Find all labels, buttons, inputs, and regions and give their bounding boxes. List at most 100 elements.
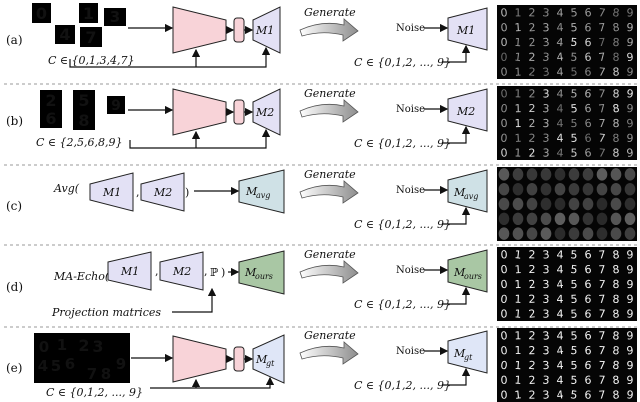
svg-text:1: 1 <box>57 336 67 354</box>
decoder-avg <box>238 169 285 214</box>
generated-digit: 4 <box>556 36 564 50</box>
generated-digit: 3 <box>542 102 550 115</box>
generated-digit: 5 <box>570 102 578 116</box>
generated-digit: 7 <box>598 374 605 387</box>
generated-digit: 6 <box>584 146 592 160</box>
generated-sample-blob <box>568 227 580 240</box>
generated-digit: 2 <box>528 21 536 35</box>
svg-text:4: 4 <box>59 25 70 44</box>
generated-digit: 2 <box>529 102 536 115</box>
generated-sample-blob <box>596 212 608 226</box>
generated-digit: 6 <box>584 344 591 357</box>
row-label: (c) <box>6 199 22 213</box>
generate-arrow-icon <box>299 18 359 42</box>
svg-text:7: 7 <box>87 365 97 383</box>
generated-digit: 1 <box>514 65 521 78</box>
generated-digit: 7 <box>598 329 605 342</box>
generated-digit: 0 <box>500 21 508 35</box>
noise-label: Noise <box>396 23 425 34</box>
close-paren: ) <box>221 266 225 279</box>
generated-digit: 6 <box>584 117 592 131</box>
row-label: (d) <box>6 280 23 294</box>
generated-sample-blob <box>596 197 608 211</box>
encoder <box>172 335 227 383</box>
noise-label: Noise <box>396 104 425 115</box>
generated-digit: 4 <box>556 388 565 402</box>
generated-sample-blob <box>610 182 622 196</box>
svg-text:6: 6 <box>45 109 56 128</box>
generated-sample-blob <box>512 212 524 226</box>
svg-text:5: 5 <box>51 357 61 375</box>
generated-digit: 7 <box>598 50 606 64</box>
generated-digit: 4 <box>556 329 563 342</box>
latent-code <box>233 346 245 372</box>
generated-digit: 2 <box>528 132 536 145</box>
generated-digit: 5 <box>570 6 578 20</box>
generated-digit: 7 <box>598 87 606 100</box>
generated-digit: 3 <box>542 51 550 64</box>
generated-digit: 0 <box>500 102 508 116</box>
generated-digit: 0 <box>500 51 507 64</box>
generated-sample-blob <box>610 168 622 181</box>
generated-digit: 3 <box>542 263 549 276</box>
generated-digit: 1 <box>515 344 522 357</box>
generated-sample-blob <box>596 182 608 196</box>
generated-digit: 5 <box>570 21 578 34</box>
decoder-m1 <box>252 6 281 54</box>
generated-digit: 2 <box>528 65 536 78</box>
generated-sample-blob <box>512 168 524 181</box>
generated-sample-blob <box>624 182 636 196</box>
svg-text:8: 8 <box>78 111 89 130</box>
generated-digit: 0 <box>500 248 508 261</box>
generated-digit: 8 <box>612 263 620 277</box>
generated-digit: 6 <box>584 359 592 373</box>
generator-decoder <box>447 7 488 51</box>
generated-digit: 3 <box>542 36 550 50</box>
generated-digit: 9 <box>626 329 634 342</box>
generation-condition-arrow <box>442 367 471 386</box>
digit-image: 2 <box>40 90 62 110</box>
samples-grid-background <box>497 328 637 402</box>
generated-digit: 1 <box>514 50 523 64</box>
generated-digit: 8 <box>612 293 619 306</box>
generated-digit: 6 <box>584 263 592 277</box>
decoder-label: M <box>255 353 268 366</box>
projection-arrow <box>172 287 217 313</box>
generated-digit: 5 <box>570 359 577 372</box>
generated-digit: 9 <box>626 117 634 131</box>
generated-digit: 0 <box>500 374 507 387</box>
generated-digit: 2 <box>528 278 536 292</box>
generated-sample-blob <box>624 168 636 181</box>
generated-digit: 9 <box>626 51 634 65</box>
generated-digit: 4 <box>556 117 563 130</box>
generation-condition-arrow <box>442 125 471 144</box>
generated-sample-blob <box>540 168 552 181</box>
generated-digit: 2 <box>528 307 536 321</box>
digit-image: 0 <box>39 338 49 356</box>
generated-sample-blob <box>540 227 552 240</box>
digit-image: 7 <box>80 27 102 47</box>
generated-digit: 4 <box>556 344 564 358</box>
decoder-gt <box>252 334 285 384</box>
svg-text:6: 6 <box>65 355 75 373</box>
generated-digit: 7 <box>598 65 606 79</box>
samples-grid-background <box>497 5 637 79</box>
generated-digit: 4 <box>556 50 564 64</box>
generate-label: Generate <box>304 168 356 181</box>
decoder-label: M1 <box>120 265 139 278</box>
digit-image: 5 <box>51 357 61 375</box>
generated-digit: 6 <box>584 278 592 291</box>
generated-digit: 3 <box>542 308 549 321</box>
encoder <box>172 6 227 54</box>
generated-sample-blob <box>582 197 594 211</box>
generated-sample-blob <box>568 182 580 196</box>
latent-code <box>233 99 245 125</box>
generated-sample-blob <box>512 227 524 240</box>
digit-image: 3 <box>104 8 126 26</box>
generated-sample-blob <box>596 227 608 240</box>
generated-digit: 2 <box>528 6 535 19</box>
generated-digit: 4 <box>556 359 564 372</box>
